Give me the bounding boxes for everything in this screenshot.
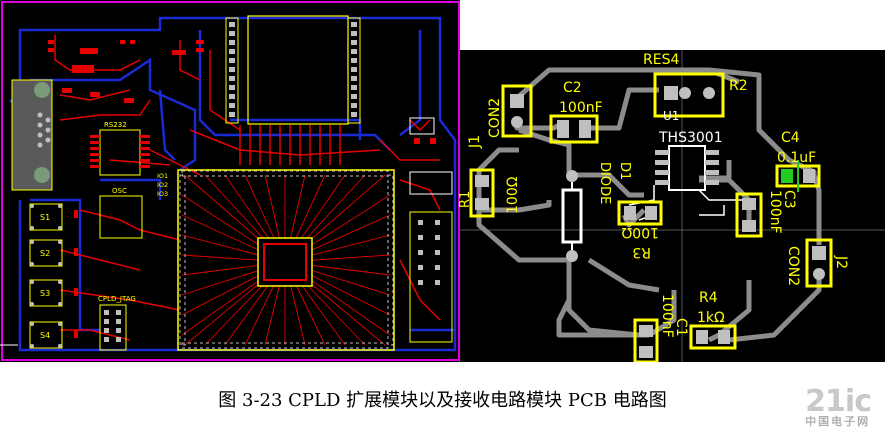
d1-pad-1 bbox=[566, 170, 578, 182]
button-s4-label: S4 bbox=[40, 331, 50, 340]
cpld-header-pins bbox=[179, 170, 394, 349]
rs232-ic bbox=[99, 129, 141, 176]
u1-chip bbox=[668, 145, 706, 191]
button-s1-label: S1 bbox=[40, 213, 50, 222]
j2-pad-1 bbox=[812, 246, 826, 260]
c3-outline bbox=[735, 192, 763, 238]
button-s3-label: S3 bbox=[40, 289, 50, 298]
c2-pad-2 bbox=[579, 120, 591, 138]
j2-connector bbox=[805, 238, 833, 288]
white-connector bbox=[409, 171, 453, 195]
u1-pads bbox=[655, 150, 719, 185]
j1-label: J1 bbox=[467, 135, 483, 149]
res4-pad-1 bbox=[664, 86, 678, 100]
jtag-header bbox=[99, 304, 127, 351]
d1-part-label: DIODE bbox=[597, 162, 612, 204]
rs232-label: RS232 bbox=[104, 121, 127, 129]
c1-pad-1 bbox=[639, 325, 653, 337]
c3-pad-1 bbox=[742, 198, 756, 210]
u1-part-label: THS3001 bbox=[658, 130, 723, 146]
c1-outline bbox=[633, 318, 659, 362]
smd-parts bbox=[48, 40, 436, 338]
c1-label: C1 bbox=[673, 318, 689, 337]
io3-label: IO3 bbox=[157, 190, 168, 198]
res4-label: RES4 bbox=[643, 52, 679, 68]
cpld-chip bbox=[257, 237, 313, 287]
rs232-pads bbox=[90, 135, 150, 168]
d1-label: D1 bbox=[617, 162, 632, 180]
j1-pad-2 bbox=[511, 116, 523, 128]
r1-value: 100Ω bbox=[505, 176, 521, 214]
j2-label: J2 bbox=[833, 255, 849, 269]
c1-value: 100nF bbox=[659, 294, 675, 338]
io2-label: IO2 bbox=[157, 181, 168, 189]
j1-pad-1 bbox=[510, 94, 524, 108]
socket-pins bbox=[229, 22, 357, 117]
c4-value: 0.1uF bbox=[777, 150, 816, 166]
j2-pad-2 bbox=[813, 268, 825, 280]
c3-label: C3 bbox=[781, 190, 797, 209]
res4-pad-2 bbox=[679, 87, 691, 99]
r1-label: R1 bbox=[459, 191, 473, 208]
r1-outline bbox=[469, 168, 495, 218]
c3-value: 100nF bbox=[767, 190, 783, 234]
right-header-pins bbox=[418, 220, 440, 285]
osc-label: OSC bbox=[112, 187, 127, 195]
c2-label: C2 bbox=[563, 80, 582, 96]
site-watermark: 21ic 中国电子网 bbox=[805, 384, 872, 429]
res4-outline bbox=[653, 72, 725, 118]
push-buttons bbox=[29, 203, 63, 349]
c3-pad-2 bbox=[742, 220, 756, 232]
d1-pad-2 bbox=[566, 250, 578, 262]
c4-pad-2 bbox=[803, 169, 815, 183]
r1-pad-2 bbox=[475, 198, 489, 210]
watermark-logo: 21ic bbox=[805, 384, 872, 419]
c2-outline bbox=[549, 114, 599, 144]
osc-component bbox=[99, 195, 143, 239]
io1-label: IO1 bbox=[157, 172, 168, 180]
r4-pad-2 bbox=[718, 330, 730, 344]
watermark-subtitle: 中国电子网 bbox=[805, 415, 871, 428]
r2-label: R2 bbox=[729, 78, 748, 94]
cpld-module-outline bbox=[177, 169, 395, 351]
jtag-pins bbox=[104, 310, 121, 342]
r3-label: R3 bbox=[632, 244, 651, 260]
small-ic bbox=[409, 117, 435, 135]
figure-caption: 图 3-23 CPLD 扩展模块以及接收电路模块 PCB 电路图 bbox=[218, 390, 667, 411]
r4-value: 1kΩ bbox=[697, 310, 725, 326]
c1-pad-2 bbox=[639, 346, 653, 358]
r4-pad-1 bbox=[696, 330, 708, 344]
button-s2-label: S2 bbox=[40, 249, 50, 258]
right-io-header bbox=[409, 211, 453, 343]
c2-value: 100nF bbox=[559, 100, 603, 116]
j2-con2-label: CON2 bbox=[785, 246, 801, 286]
cpld-chip-pads bbox=[263, 243, 307, 281]
r3-value: 100Ω bbox=[621, 224, 659, 240]
jtag-label: CPLD_JTAG bbox=[98, 295, 136, 303]
c4-label: C4 bbox=[781, 130, 800, 146]
r4-outline bbox=[689, 324, 737, 350]
j1-connector bbox=[501, 84, 533, 138]
cpld-pcb-layout: RS232 OSC CPLD_JTAG S1 S2 S3 S4 bbox=[0, 0, 460, 362]
r1-pad-1 bbox=[475, 175, 489, 187]
receiver-pcb-layout: RES4 R2 CON2 J1 C2 100nF U1 THS3001 C4 0… bbox=[459, 50, 885, 362]
r3-pad-1 bbox=[624, 206, 636, 220]
top-module-socket bbox=[225, 15, 361, 125]
c4-pad-1 bbox=[781, 169, 793, 183]
c2-pad-1 bbox=[557, 120, 569, 138]
j1-con2-label: CON2 bbox=[487, 98, 503, 138]
res4-pad-3 bbox=[703, 87, 715, 99]
r4-label: R4 bbox=[699, 290, 718, 306]
r3-outline bbox=[617, 200, 663, 226]
u1-label: U1 bbox=[663, 109, 679, 123]
r3-pad-2 bbox=[645, 206, 657, 220]
db9-connector bbox=[11, 79, 53, 191]
